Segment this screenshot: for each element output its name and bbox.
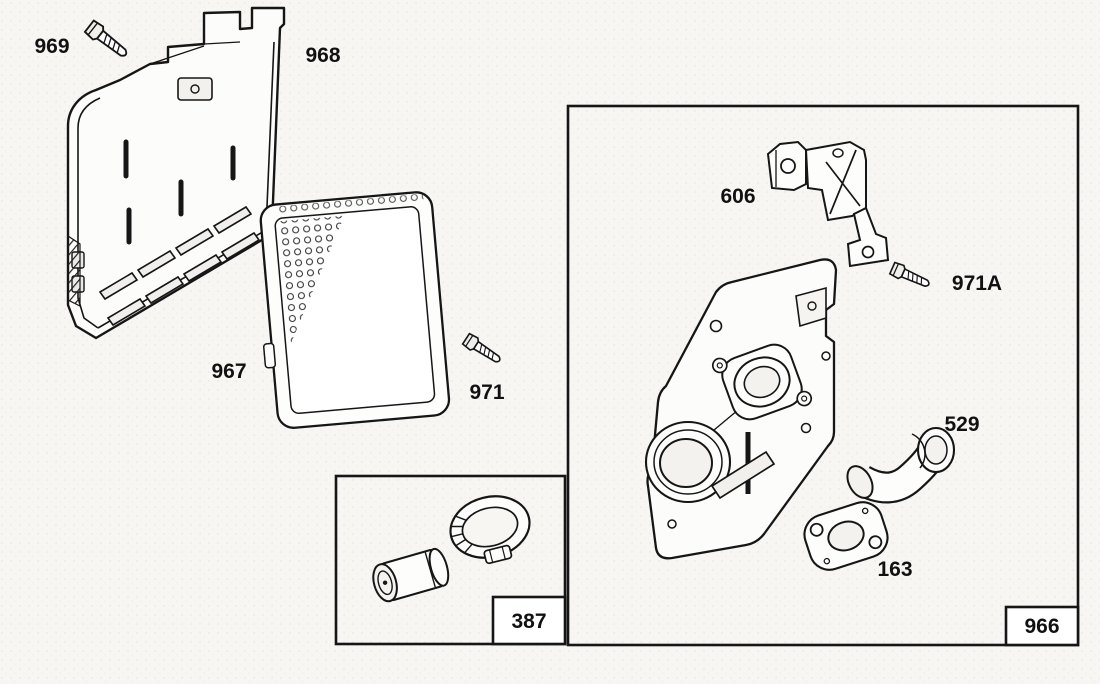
filter-halftone-texture: [277, 215, 345, 348]
part-label-387: 387: [511, 610, 546, 633]
carburetor-gasket-163: [803, 501, 889, 571]
part-label-966: 966: [1024, 615, 1059, 638]
group-label-box-387: [491, 595, 567, 646]
part-label-971: 971: [469, 381, 504, 404]
part-label-529: 529: [944, 413, 979, 436]
part-label-968: 968: [305, 44, 340, 67]
intake-elbow-529: [846, 426, 956, 504]
group-label-box-966: [1004, 605, 1080, 647]
bracket-606: [766, 140, 890, 268]
part-label-967: 967: [211, 360, 246, 383]
part-label-969: 969: [34, 35, 69, 58]
group-box-966: 966: [566, 104, 1080, 647]
cup-plug-387: [372, 547, 450, 603]
filter-cartridge-967: [259, 191, 451, 429]
part-label-971a: 971A: [952, 272, 1002, 295]
part-label-163: 163: [877, 558, 912, 581]
part-label-606: 606: [720, 185, 755, 208]
backplate: [644, 258, 838, 560]
group-box-387: 387: [334, 474, 567, 646]
air-cleaner-cover-968: [66, 6, 286, 340]
clamp-ring-387: [449, 495, 531, 565]
